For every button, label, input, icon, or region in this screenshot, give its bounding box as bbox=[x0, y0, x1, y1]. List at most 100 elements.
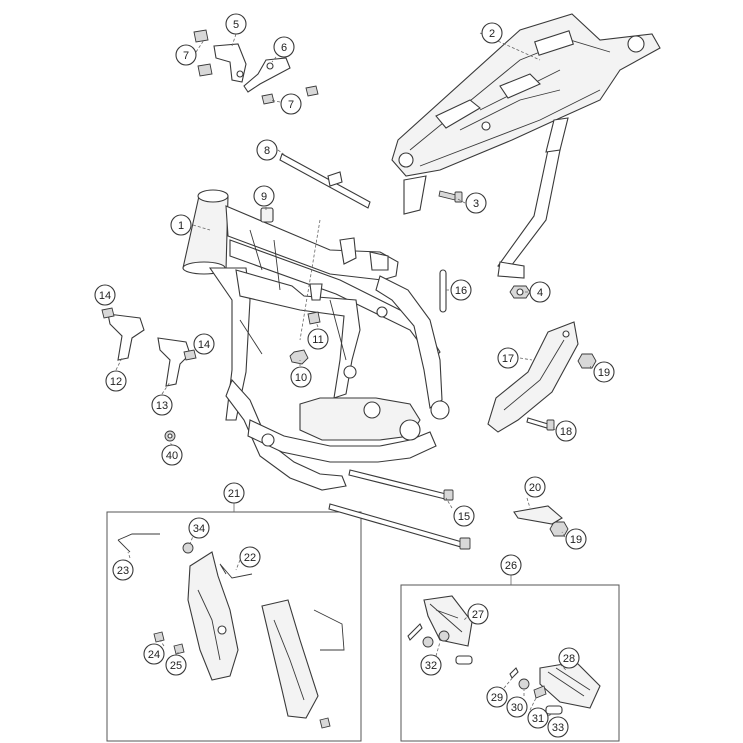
screws-24-25 bbox=[153, 631, 331, 729]
nut-4 bbox=[509, 285, 531, 299]
callout-11[interactable]: 11 bbox=[307, 328, 329, 350]
callout-13[interactable]: 13 bbox=[151, 394, 173, 416]
callout-8[interactable]: 8 bbox=[256, 139, 278, 161]
callout-29-label: 29 bbox=[491, 692, 503, 704]
callout-3[interactable]: 3 bbox=[465, 192, 487, 214]
callout-33-label: 33 bbox=[552, 722, 564, 734]
pin-16 bbox=[439, 269, 447, 313]
callout-31[interactable]: 31 bbox=[527, 707, 549, 729]
grommet-34 bbox=[182, 542, 194, 554]
callout-12[interactable]: 12 bbox=[105, 370, 127, 392]
callout-6-label: 6 bbox=[281, 42, 287, 54]
grommet-40 bbox=[164, 430, 176, 442]
callout-14-left[interactable]: 14 bbox=[94, 284, 116, 306]
callout-7-bottom-label: 7 bbox=[288, 99, 294, 111]
callout-14-right-label: 14 bbox=[198, 339, 210, 351]
callout-4-label: 4 bbox=[537, 287, 543, 299]
callout-25[interactable]: 25 bbox=[165, 654, 187, 676]
long-bolts-15 bbox=[328, 469, 471, 550]
slider-20 bbox=[513, 505, 563, 525]
callout-28[interactable]: 28 bbox=[558, 647, 580, 669]
frame-guard-left bbox=[187, 551, 239, 681]
callout-7-top[interactable]: 7 bbox=[175, 44, 197, 66]
chain-guide-17 bbox=[487, 321, 579, 433]
callout-19-bottom[interactable]: 19 bbox=[565, 528, 587, 550]
callout-7-top-label: 7 bbox=[183, 50, 189, 62]
nut-10 bbox=[289, 349, 309, 365]
callout-33[interactable]: 33 bbox=[547, 716, 569, 738]
callout-18[interactable]: 18 bbox=[555, 420, 577, 442]
callout-9[interactable]: 9 bbox=[253, 185, 275, 207]
bolt-3 bbox=[438, 190, 463, 203]
bracket-5 bbox=[213, 43, 247, 83]
callout-15-label: 15 bbox=[458, 511, 470, 523]
callout-23-label: 23 bbox=[117, 565, 129, 577]
callout-22[interactable]: 22 bbox=[239, 546, 261, 568]
callout-4[interactable]: 4 bbox=[529, 281, 551, 303]
callout-7-bottom[interactable]: 7 bbox=[280, 93, 302, 115]
callout-32-label: 32 bbox=[425, 660, 437, 672]
callout-19-top[interactable]: 19 bbox=[593, 361, 615, 383]
callout-2-label: 2 bbox=[489, 28, 495, 40]
callout-1-label: 1 bbox=[178, 220, 184, 232]
group-box-26 bbox=[400, 584, 620, 742]
bracket-12 bbox=[107, 313, 145, 361]
callout-34[interactable]: 34 bbox=[188, 517, 210, 539]
callout-24[interactable]: 24 bbox=[143, 643, 165, 665]
callout-23[interactable]: 23 bbox=[112, 559, 134, 581]
callout-34-label: 34 bbox=[193, 523, 205, 535]
callout-20[interactable]: 20 bbox=[524, 476, 546, 498]
callout-30-label: 30 bbox=[511, 702, 523, 714]
footpeg-27 bbox=[423, 595, 473, 647]
callout-40-label: 40 bbox=[166, 450, 178, 462]
callout-18-label: 18 bbox=[560, 426, 572, 438]
callout-21[interactable]: 21 bbox=[223, 482, 245, 504]
rod-22 bbox=[219, 563, 253, 579]
callout-21-label: 21 bbox=[228, 488, 240, 500]
rod-guard-right bbox=[313, 609, 345, 651]
callout-13-label: 13 bbox=[156, 400, 168, 412]
callout-26-label: 26 bbox=[505, 560, 517, 572]
callout-15[interactable]: 15 bbox=[453, 505, 475, 527]
callout-27-label: 27 bbox=[472, 609, 484, 621]
footpeg-28 bbox=[539, 661, 601, 709]
footpeg-hardware bbox=[407, 623, 563, 715]
callout-28-label: 28 bbox=[563, 653, 575, 665]
callout-14-right[interactable]: 14 bbox=[193, 333, 215, 355]
callout-6[interactable]: 6 bbox=[273, 36, 295, 58]
callout-31-label: 31 bbox=[532, 713, 544, 725]
main-frame bbox=[182, 189, 450, 491]
callout-8-label: 8 bbox=[264, 145, 270, 157]
callout-27[interactable]: 27 bbox=[467, 603, 489, 625]
callout-19-bottom-label: 19 bbox=[570, 534, 582, 546]
callout-32[interactable]: 32 bbox=[420, 654, 442, 676]
clip-11 bbox=[307, 283, 323, 325]
group-box-21 bbox=[106, 511, 362, 742]
callout-25-label: 25 bbox=[170, 660, 182, 672]
callout-5-label: 5 bbox=[233, 19, 239, 31]
callout-17[interactable]: 17 bbox=[497, 347, 519, 369]
screws-7 bbox=[193, 29, 319, 105]
rod-23 bbox=[117, 533, 160, 553]
callout-30[interactable]: 30 bbox=[506, 696, 528, 718]
bracket-6 bbox=[243, 57, 291, 93]
callout-40[interactable]: 40 bbox=[161, 444, 183, 466]
callout-5[interactable]: 5 bbox=[225, 13, 247, 35]
frame-guard-right bbox=[261, 599, 319, 719]
bolt-18 bbox=[526, 417, 555, 431]
callout-10[interactable]: 10 bbox=[290, 366, 312, 388]
callout-26[interactable]: 26 bbox=[500, 554, 522, 576]
callout-2[interactable]: 2 bbox=[481, 22, 503, 44]
callout-16[interactable]: 16 bbox=[450, 279, 472, 301]
subframe bbox=[391, 13, 661, 279]
bracket-13 bbox=[157, 337, 191, 387]
callout-20-label: 20 bbox=[529, 482, 541, 494]
cable-tie-8 bbox=[279, 153, 371, 209]
callout-1[interactable]: 1 bbox=[170, 214, 192, 236]
callout-12-label: 12 bbox=[110, 376, 122, 388]
rubber-block-9 bbox=[260, 207, 274, 223]
callout-16-label: 16 bbox=[455, 285, 467, 297]
callout-29[interactable]: 29 bbox=[486, 686, 508, 708]
